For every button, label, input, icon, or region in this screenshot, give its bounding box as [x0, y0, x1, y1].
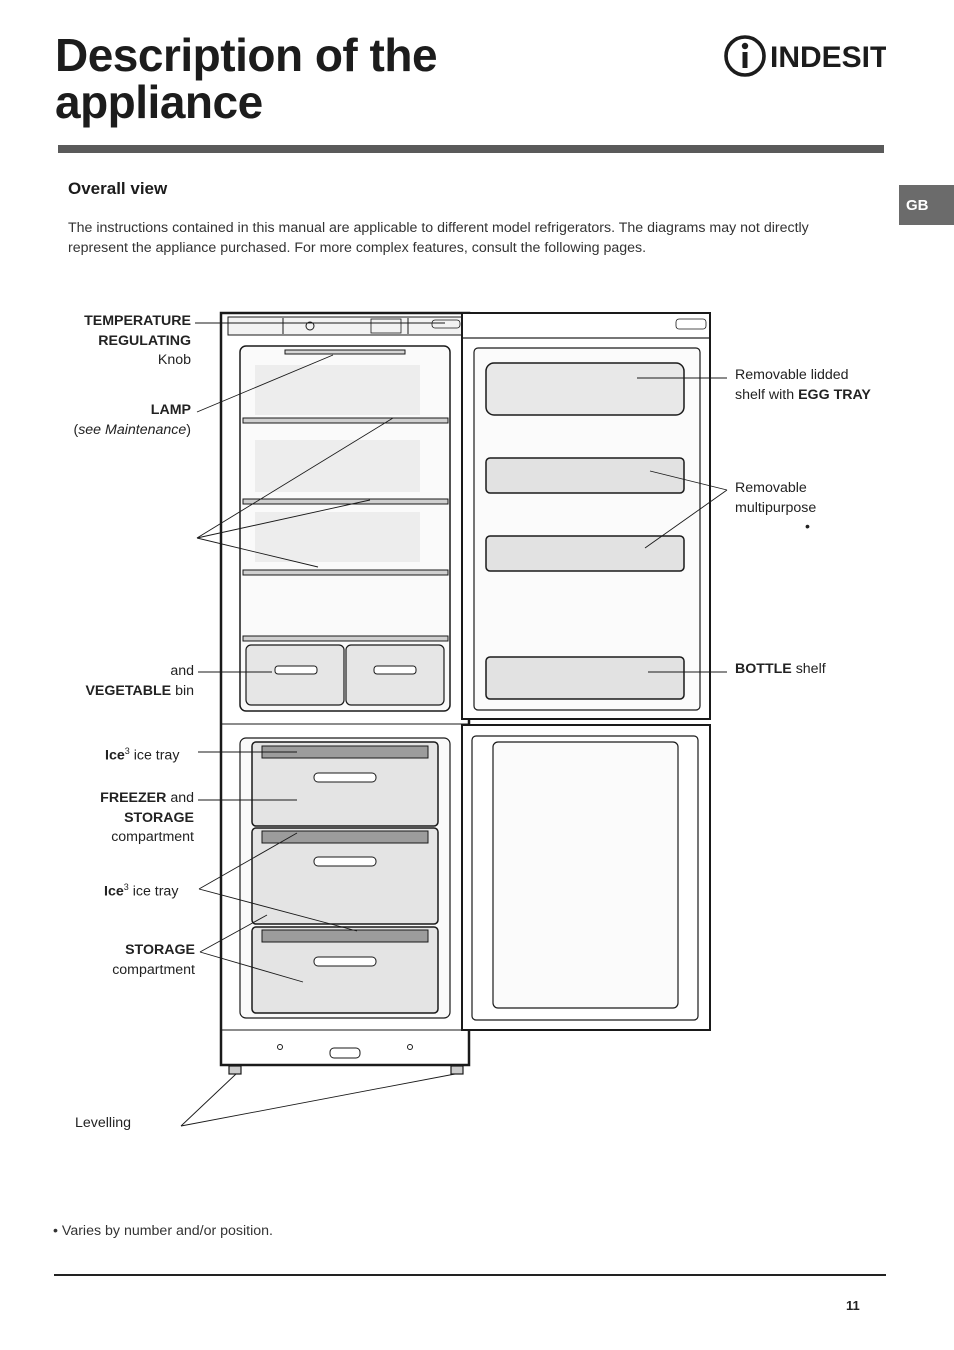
label-ice2-text: ice tray: [128, 883, 179, 900]
label-ice-tray-2: Ice3 ice tray: [104, 878, 178, 902]
label-veg-text: bin: [171, 682, 194, 699]
section-title: Overall view: [68, 179, 168, 198]
label-multipurpose: Removable multipurpose •: [735, 479, 816, 538]
label-ice2-bold: Ice: [104, 883, 124, 900]
language-tab: GB: [899, 185, 954, 225]
label-bottle-bold: BOTTLE: [735, 661, 792, 677]
label-multi-line1: Removable: [735, 480, 807, 496]
label-levelling: Levelling: [75, 1115, 132, 1131]
label-egg-line1: Removable lidded: [735, 367, 849, 383]
footnote-text: Varies by number and/or position.: [57, 1223, 273, 1239]
intro-paragraph: The instructions contained in this manua…: [68, 220, 809, 256]
footnote: • Varies by number and/or position.: [53, 1223, 273, 1239]
label-egg-line2-bold: EGG TRAY: [798, 386, 871, 403]
label-temp-line2: REGULATING: [98, 332, 191, 349]
label-ice1-sup: 3: [124, 746, 130, 756]
page-title: Description of the appliance: [55, 29, 438, 128]
label-freezer-storage: FREEZER and STORAGE compartment: [40, 789, 194, 848]
leader-lines: [180, 322, 728, 1127]
label-lamp-paren-open: (: [73, 421, 79, 438]
label-egg-line2-text: shelf with: [735, 386, 799, 403]
page-title-line1: Description of the: [55, 29, 438, 81]
bottom-rule: [54, 1274, 886, 1276]
label-veg-bold: VEGETABLE: [85, 682, 172, 699]
label-ice1-text: ice tray: [129, 747, 180, 764]
label-freezer-compartment: compartment: [111, 829, 194, 845]
label-temp-line1: TEMPERATURE: [84, 313, 191, 329]
label-freezer-bold: FREEZER: [100, 790, 167, 806]
label-storage-text: compartment: [112, 961, 195, 978]
label-ice2-sup: 3: [123, 882, 129, 892]
label-storage-compartment: STORAGE compartment: [40, 941, 195, 980]
footnote-bullet: •: [53, 1223, 58, 1239]
page-title-line2: appliance: [55, 76, 263, 128]
label-lamp-italic: see Maintenance: [78, 421, 187, 438]
title-rule: [58, 145, 884, 153]
label-bottle-shelf: BOTTLE shelf: [735, 660, 826, 680]
label-multi-line2: multipurpose: [735, 499, 817, 516]
page-number: 11: [846, 1298, 860, 1313]
label-bottle-text: shelf: [791, 661, 826, 677]
brand-name: INDESIT: [770, 41, 886, 74]
label-ice-tray-1: Ice3 ice tray: [105, 742, 179, 766]
label-temp-line3: Knob: [157, 352, 191, 368]
label-lamp-paren-close: ): [186, 421, 191, 438]
label-temperature-knob: TEMPERATURE REGULATING Knob: [40, 312, 191, 371]
label-freezer-and: and: [166, 790, 194, 806]
label-vegetable-bin: and VEGETABLE bin: [40, 662, 194, 701]
label-storage-bold: STORAGE: [125, 942, 195, 958]
label-lamp: LAMP (see Maintenance): [40, 401, 191, 440]
indesit-logo: INDESIT: [724, 35, 886, 77]
label-and: and: [170, 663, 194, 679]
label-multi-bullet: •: [805, 519, 810, 535]
label-egg-tray: Removable lidded shelf with EGG TRAY: [735, 366, 871, 405]
label-lamp-bold: LAMP: [150, 402, 191, 418]
label-ice1-bold: Ice: [105, 747, 125, 764]
label-freezer-storage-bold: STORAGE: [124, 809, 194, 826]
